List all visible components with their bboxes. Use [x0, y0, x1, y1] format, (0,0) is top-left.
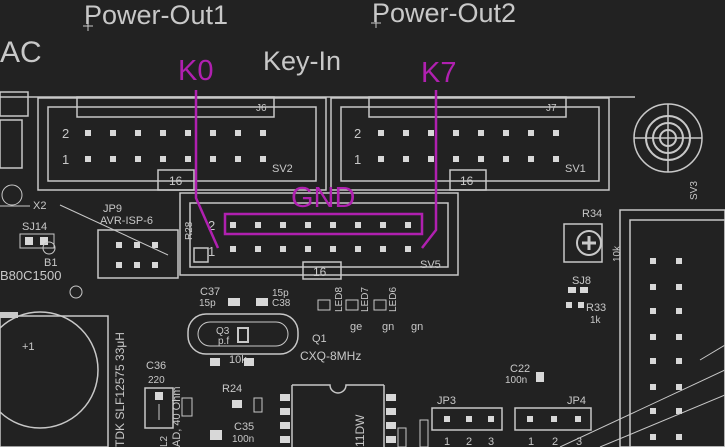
svg-text:Power-Out1: Power-Out1	[84, 0, 228, 30]
connector-j6: 2 1 J6 SV2 16	[37, 96, 327, 191]
left-component-outline	[0, 91, 29, 117]
jumper-jp3: JP3 1 2 3	[431, 395, 503, 447]
svg-text:JP4: JP4	[567, 395, 586, 407]
crystal-q1: Q3 p.f Q1 CXQ-8MHz	[187, 313, 361, 363]
svg-text:100n: 100n	[232, 434, 254, 445]
ic-chip: 11DW	[280, 384, 429, 447]
svg-text:1: 1	[528, 436, 534, 447]
connector-j7: 2 1 J7 SV1 16	[330, 96, 610, 191]
svg-text:220: 220	[148, 375, 165, 386]
potentiometer-r34: R34 10k	[563, 208, 623, 263]
jumper-jp4: JP4 1 2 3	[514, 395, 592, 447]
svg-text:J6: J6	[256, 103, 267, 114]
svg-text:100n: 100n	[505, 375, 527, 386]
svg-text:16: 16	[169, 174, 183, 188]
svg-text:Key-In: Key-In	[263, 46, 341, 76]
svg-text:SV2: SV2	[272, 163, 293, 175]
svg-text:R33: R33	[586, 302, 606, 314]
component-sj8-r33: SJ8 R33 1k	[566, 275, 606, 326]
svg-text:R34: R34	[582, 208, 602, 220]
svg-text:1: 1	[444, 436, 450, 447]
svg-text:p.f: p.f	[218, 336, 229, 347]
svg-text:2: 2	[466, 436, 472, 447]
svg-text:2: 2	[208, 218, 215, 233]
connector-sv3: SV3	[559, 181, 725, 447]
svg-text:15p: 15p	[199, 298, 216, 309]
svg-text:SJ8: SJ8	[572, 275, 591, 287]
capacitor-c36: C36 220 L2 AD, 40 Ohm	[144, 360, 193, 447]
svg-text:C37: C37	[200, 286, 220, 298]
resistor-r24: 10k R24 C35 100n	[210, 354, 263, 445]
jp9-avr-isp: JP9 AVR-ISP-6 R28	[59, 203, 195, 279]
svg-text:CXQ-8MHz: CXQ-8MHz	[300, 349, 361, 363]
svg-text:B80C1500: B80C1500	[0, 268, 61, 283]
gnd-label: GND	[291, 182, 355, 214]
capacitor-c22: C22 100n	[505, 363, 544, 386]
svg-text:B1: B1	[44, 257, 57, 269]
svg-text:C36: C36	[146, 360, 166, 372]
inductor-l1: +1 TDK SLF12575 33μH	[0, 311, 127, 447]
svg-text:Q1: Q1	[312, 333, 327, 345]
key-annotation-overlay	[194, 90, 438, 249]
svg-text:SV1: SV1	[565, 163, 586, 175]
svg-text:2: 2	[552, 436, 558, 447]
svg-text:11DW: 11DW	[353, 414, 367, 447]
svg-text:gn: gn	[411, 321, 423, 333]
svg-text:2: 2	[62, 126, 69, 141]
svg-text:J7: J7	[546, 103, 557, 114]
svg-text:16: 16	[313, 265, 327, 279]
svg-text:SV3: SV3	[689, 181, 700, 200]
connector-sv5: 2 1 SV5 16	[179, 192, 459, 280]
svg-text:1: 1	[62, 152, 69, 167]
svg-text:SJ14: SJ14	[22, 221, 47, 233]
k0-label: K0	[178, 55, 213, 87]
svg-text:R24: R24	[222, 383, 242, 395]
svg-text:TDK SLF12575 33μH: TDK SLF12575 33μH	[113, 332, 127, 447]
svg-text:10k: 10k	[229, 354, 247, 366]
svg-text:AD, 40 Ohm: AD, 40 Ohm	[171, 386, 183, 447]
svg-text:3: 3	[488, 436, 494, 447]
svg-text:ge: ge	[350, 321, 362, 333]
svg-text:Power-Out2: Power-Out2	[372, 0, 516, 28]
svg-text:1: 1	[208, 244, 215, 259]
key-in-title: Key-In	[263, 46, 341, 76]
svg-text:gn: gn	[382, 321, 394, 333]
svg-text:15p: 15p	[272, 288, 289, 299]
svg-text:LED8: LED8	[334, 287, 345, 312]
svg-text:C22: C22	[510, 363, 530, 375]
svg-text:10k: 10k	[612, 245, 623, 262]
svg-text:R28: R28	[184, 221, 195, 240]
svg-text:LED6: LED6	[388, 287, 399, 312]
svg-text:SV5: SV5	[420, 259, 441, 271]
svg-text:JP9: JP9	[103, 203, 122, 215]
svg-text:LED7: LED7	[360, 287, 371, 312]
svg-text:+1: +1	[22, 341, 35, 353]
svg-text:AVR-ISP-6: AVR-ISP-6	[100, 215, 153, 227]
svg-text:3: 3	[576, 436, 582, 447]
svg-text:JP3: JP3	[437, 395, 456, 407]
svg-text:1: 1	[354, 152, 361, 167]
svg-text:X2: X2	[33, 200, 46, 212]
svg-text:C35: C35	[234, 421, 254, 433]
power-out2-title: Power-Out2	[371, 0, 516, 28]
svg-text:L2: L2	[159, 435, 170, 447]
svg-text:Q3: Q3	[216, 326, 230, 337]
svg-text:16: 16	[460, 174, 474, 188]
ac-label: AC	[0, 36, 42, 69]
svg-text:C38: C38	[272, 298, 291, 309]
bridge-rectifier-area: X2 SJ14 B1 B80C1500	[0, 184, 83, 299]
svg-text:2: 2	[354, 126, 361, 141]
left-component-outline-2	[0, 119, 23, 169]
k7-label: K7	[421, 57, 456, 89]
mounting-hole	[633, 103, 703, 173]
svg-text:1k: 1k	[590, 315, 602, 326]
capacitors-leds: C37 15p 15p C38 LED8 LED7 LED6 ge gn gn	[199, 286, 423, 333]
power-out1-title: Power-Out1	[83, 0, 228, 31]
